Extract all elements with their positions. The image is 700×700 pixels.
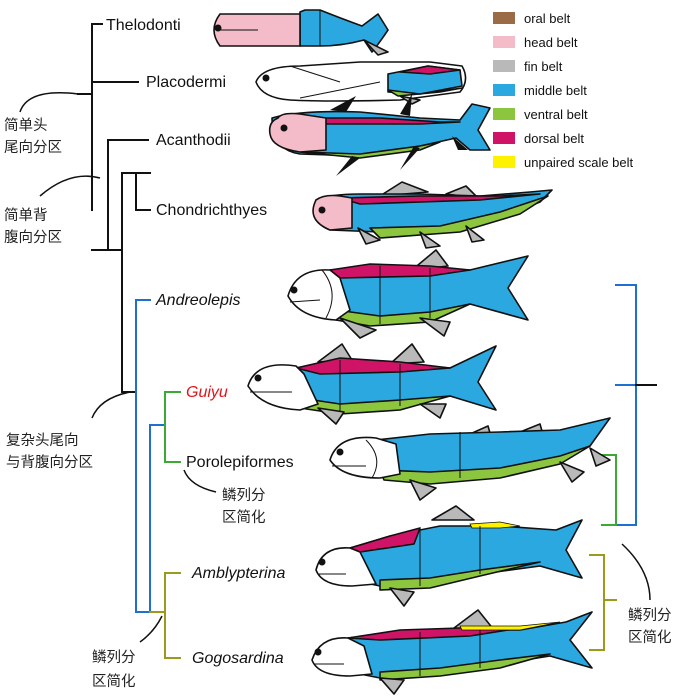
svg-text:复杂头尾向: 复杂头尾向 bbox=[6, 431, 79, 449]
fish-guiyu bbox=[247, 343, 497, 425]
svg-text:简单背: 简单背 bbox=[4, 207, 48, 224]
legend-label-ventral: ventral belt bbox=[524, 107, 588, 122]
note-complex-partition: 复杂头尾向 与背腹向分区 bbox=[6, 391, 131, 471]
svg-text:尾向分区: 尾向分区 bbox=[4, 139, 62, 156]
fish-porolepiformes bbox=[329, 417, 611, 501]
svg-text:腹向分区: 腹向分区 bbox=[4, 229, 62, 246]
legend-label-unpaired: unpaired scale belt bbox=[524, 155, 634, 170]
svg-text:区简化: 区简化 bbox=[222, 509, 266, 526]
tree-blue-branches bbox=[135, 284, 637, 613]
fish-acanthodii bbox=[268, 94, 491, 176]
taxon-thelodonti: Thelodonti bbox=[106, 17, 181, 34]
svg-text:鳞列分: 鳞列分 bbox=[92, 649, 136, 666]
legend-swatch-dorsal bbox=[493, 132, 515, 144]
legend-swatch-fin bbox=[493, 60, 515, 72]
taxon-andreolepis: Andreolepis bbox=[155, 292, 241, 309]
svg-text:区简化: 区简化 bbox=[92, 673, 136, 690]
fish-placodermi bbox=[255, 61, 467, 105]
note-simple-dorsal-ventral: 简单背 腹向分区 bbox=[4, 175, 101, 246]
svg-text:简单头: 简单头 bbox=[4, 117, 48, 134]
taxon-acanthodii: Acanthodii bbox=[156, 132, 231, 149]
note-scale-simplified-porolepiformes: 鳞列分 区简化 bbox=[183, 469, 266, 526]
fish-gogosardina bbox=[311, 609, 593, 695]
note-scale-simplified-actinopterygians: 鳞列分 区简化 bbox=[92, 615, 163, 690]
legend-label-dorsal: dorsal belt bbox=[524, 131, 584, 146]
taxon-gogosardina: Gogosardina bbox=[192, 650, 284, 667]
legend-label-middle: middle belt bbox=[524, 83, 587, 98]
taxon-porolepiformes: Porolepiformes bbox=[186, 454, 294, 471]
note-simple-head-tail: 简单头 尾向分区 bbox=[4, 92, 79, 156]
taxon-chondrichthyes: Chondrichthyes bbox=[156, 202, 267, 219]
legend-swatch-middle bbox=[493, 84, 515, 96]
svg-text:鳞列分: 鳞列分 bbox=[628, 607, 672, 624]
svg-text:鳞列分: 鳞列分 bbox=[222, 487, 266, 504]
note-scale-simplified-right: 鳞列分 区简化 bbox=[621, 543, 672, 646]
tree-black-branches bbox=[77, 23, 151, 393]
tree-olive-branches bbox=[149, 554, 617, 659]
tree-green-branches bbox=[164, 391, 617, 526]
taxon-placodermi: Placodermi bbox=[146, 74, 226, 91]
legend: oral belt head belt fin belt middle belt… bbox=[493, 11, 634, 170]
fish-thelodonti bbox=[213, 9, 389, 56]
legend-label-fin: fin belt bbox=[524, 59, 563, 74]
legend-swatch-oral bbox=[493, 12, 515, 24]
fish-andreolepis bbox=[287, 249, 529, 339]
legend-swatch-unpaired bbox=[493, 156, 515, 168]
fish-amblypterina bbox=[315, 505, 583, 607]
taxon-guiyu: Guiyu bbox=[186, 384, 228, 401]
legend-label-head: head belt bbox=[524, 35, 578, 50]
fish-chondrichthyes bbox=[312, 181, 553, 249]
legend-label-oral: oral belt bbox=[524, 11, 571, 26]
svg-text:区简化: 区简化 bbox=[628, 629, 672, 646]
legend-swatch-ventral bbox=[493, 108, 515, 120]
svg-text:与背腹向分区: 与背腹向分区 bbox=[6, 454, 93, 471]
taxon-amblypterina: Amblypterina bbox=[191, 565, 285, 582]
legend-swatch-head bbox=[493, 36, 515, 48]
